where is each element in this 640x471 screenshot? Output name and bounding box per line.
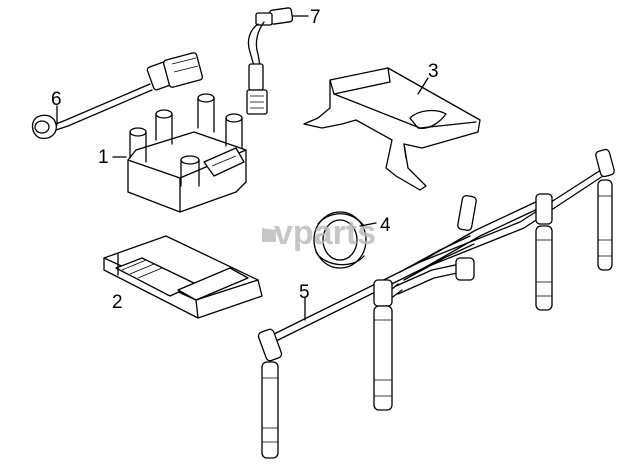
leader-4 <box>359 222 377 227</box>
part-3-bracket <box>303 67 481 191</box>
part-7-sensor <box>246 7 294 115</box>
leader-3 <box>417 77 429 95</box>
callout-4: 4 <box>380 215 391 236</box>
part-1-ignition-coil <box>127 93 247 213</box>
part-6-knock-sensor <box>31 52 204 140</box>
callout-5: 5 <box>299 282 310 303</box>
watermark-text: vparts <box>274 214 376 252</box>
part-5-ignition-wires <box>257 148 615 459</box>
part-4-sleeve <box>313 211 367 269</box>
callout-3: 3 <box>428 61 439 82</box>
part-2-control-module <box>103 235 263 319</box>
callout-2: 2 <box>112 292 123 313</box>
callout-1: 1 <box>98 147 109 168</box>
watermark-logo: vparts <box>262 214 376 252</box>
callout-7: 7 <box>310 7 321 28</box>
callout-6: 6 <box>51 89 62 110</box>
leader-lines <box>56 15 429 321</box>
